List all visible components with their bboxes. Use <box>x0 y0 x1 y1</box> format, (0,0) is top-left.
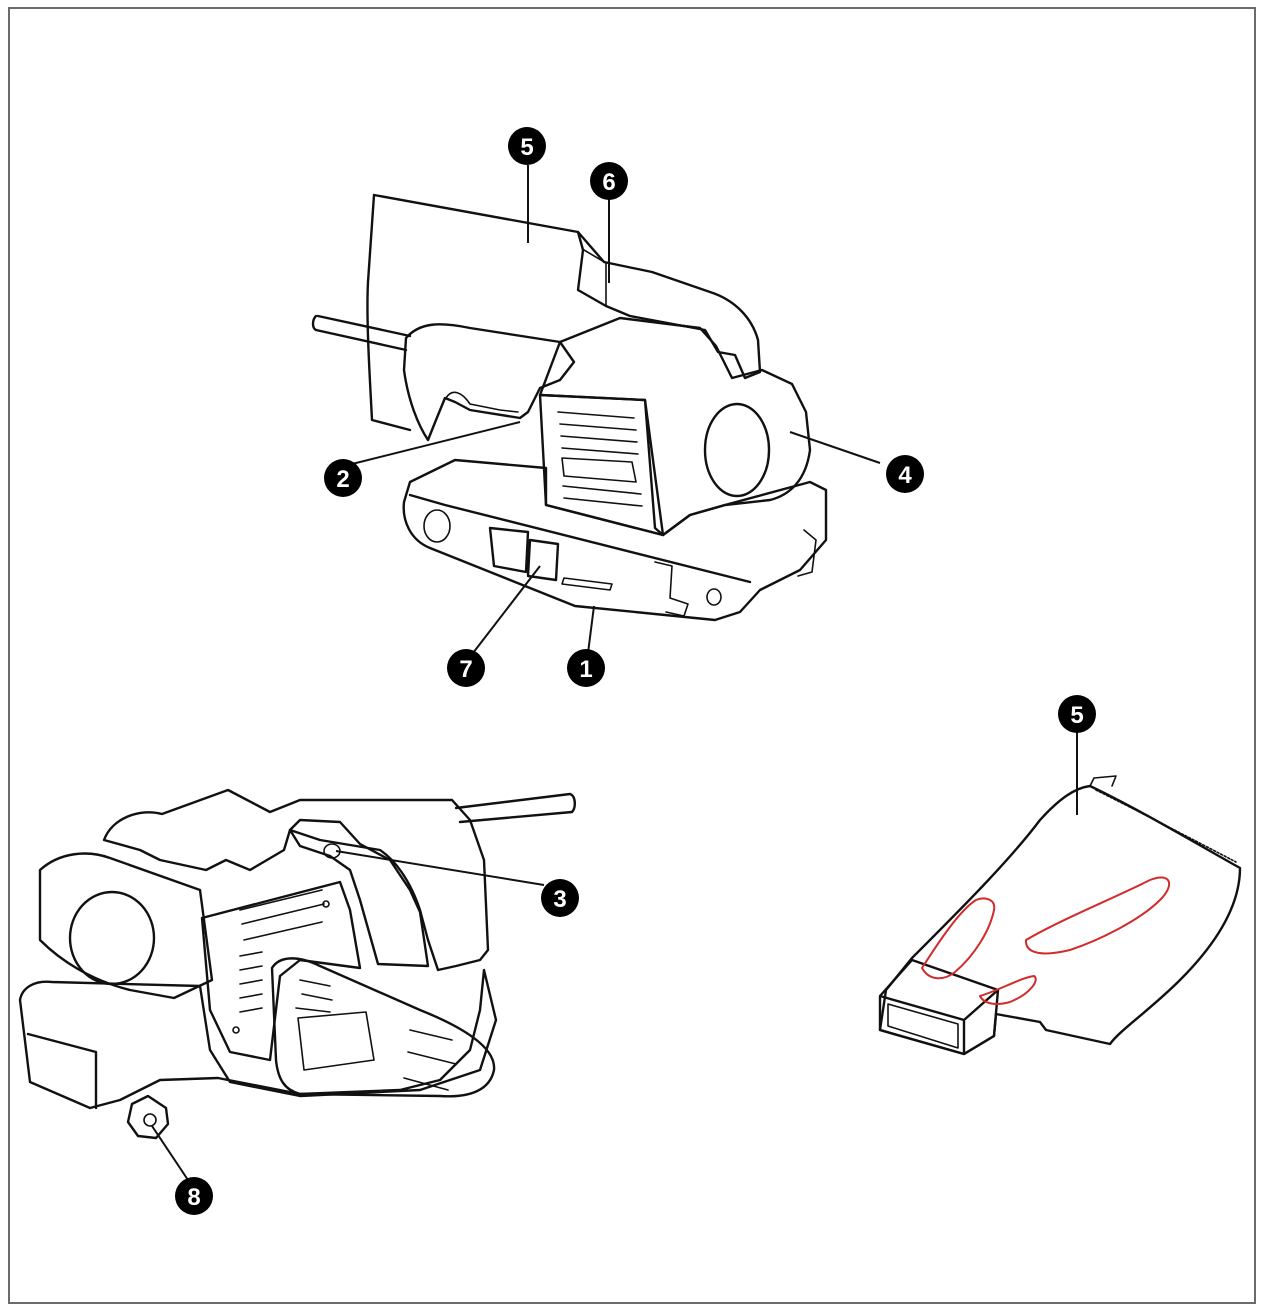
rear-vent-plate <box>200 880 362 1062</box>
belt-sander-rear-view <box>18 788 576 1140</box>
callout-1: 1 <box>567 649 605 687</box>
belt-sander-front-view <box>311 193 828 622</box>
dust-bag-mouth <box>878 958 1000 1056</box>
callout-8: 8 <box>175 1177 213 1215</box>
callout-4: 4 <box>886 455 924 493</box>
callout-label: 1 <box>579 656 592 683</box>
dust-bag-detached <box>878 775 1242 1056</box>
power-cord-rear <box>454 792 576 824</box>
callout-label: 8 <box>187 1184 200 1211</box>
figure-frame <box>8 7 1256 1304</box>
bag-marking <box>1024 876 1171 955</box>
sander-base <box>402 458 828 622</box>
callout-6: 6 <box>590 162 628 200</box>
motor-housing <box>538 316 812 537</box>
callout-label: 7 <box>459 656 472 683</box>
callout-label: 2 <box>336 466 349 493</box>
callout-label: 6 <box>602 169 615 196</box>
callout-label: 3 <box>553 886 566 913</box>
callout-5-top: 5 <box>508 127 546 165</box>
callout-7: 7 <box>447 649 485 687</box>
callout-label: 5 <box>520 134 533 161</box>
bag-marking <box>979 975 1037 1005</box>
tension-knob <box>126 1094 170 1140</box>
callout-2: 2 <box>324 459 362 497</box>
handle <box>402 323 576 442</box>
callout-3: 3 <box>541 879 579 917</box>
rear-base <box>18 968 498 1110</box>
drum-housing <box>38 852 214 1000</box>
callout-label: 4 <box>898 462 912 489</box>
dust-bag-body <box>878 784 1242 1056</box>
dust-bag-attached <box>366 193 762 432</box>
front-shield <box>270 957 496 1098</box>
leader-lines <box>151 165 1078 1181</box>
lock-button <box>488 526 560 582</box>
rear-housing <box>102 788 490 972</box>
power-cord <box>311 314 412 352</box>
side-cap <box>703 402 771 498</box>
callout-label: 5 <box>1070 702 1083 729</box>
callout-5-bag: 5 <box>1058 695 1096 733</box>
bag-marking <box>921 897 996 980</box>
